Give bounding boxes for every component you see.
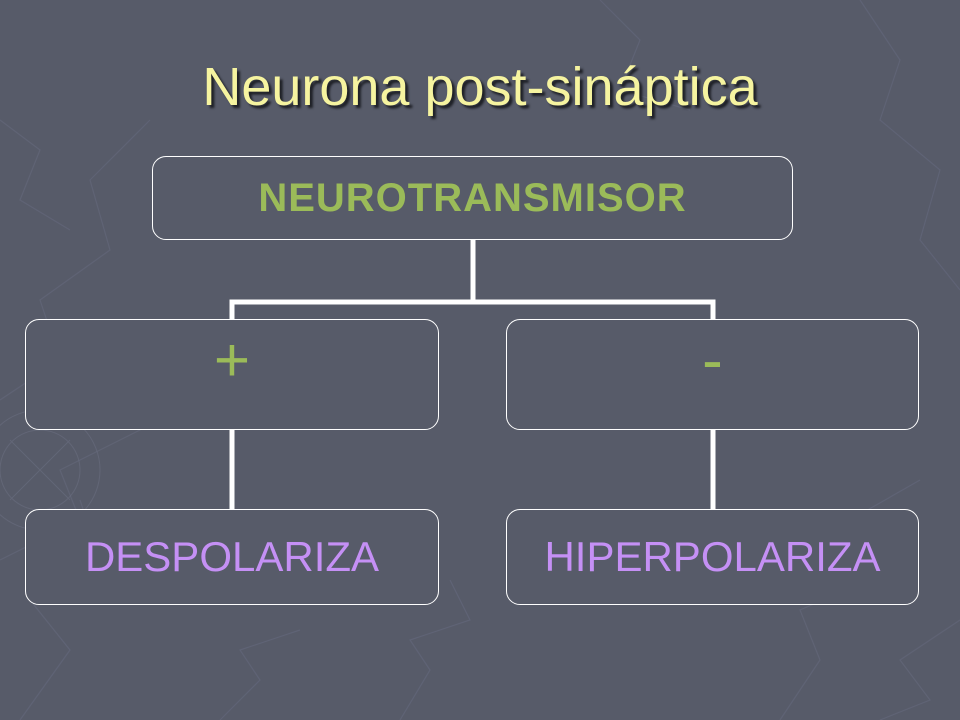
depolarize-label: DESPOLARIZA [84, 533, 380, 580]
hyperpolarize-node: HIPERPOLARIZA [506, 509, 919, 605]
negative-branch-node: - [506, 319, 919, 430]
positive-sign-label: + [213, 325, 251, 395]
root-node-label: NEUROTRANSMISOR [258, 175, 687, 220]
depolarize-node: DESPOLARIZA [25, 509, 439, 605]
negative-sign-label: - [702, 325, 723, 395]
slide-title: Neurona post-sináptica [202, 57, 758, 117]
hyperpolarize-label: HIPERPOLARIZA [544, 533, 881, 580]
root-node: NEUROTRANSMISOR [152, 156, 793, 240]
positive-branch-node: + [25, 319, 439, 430]
